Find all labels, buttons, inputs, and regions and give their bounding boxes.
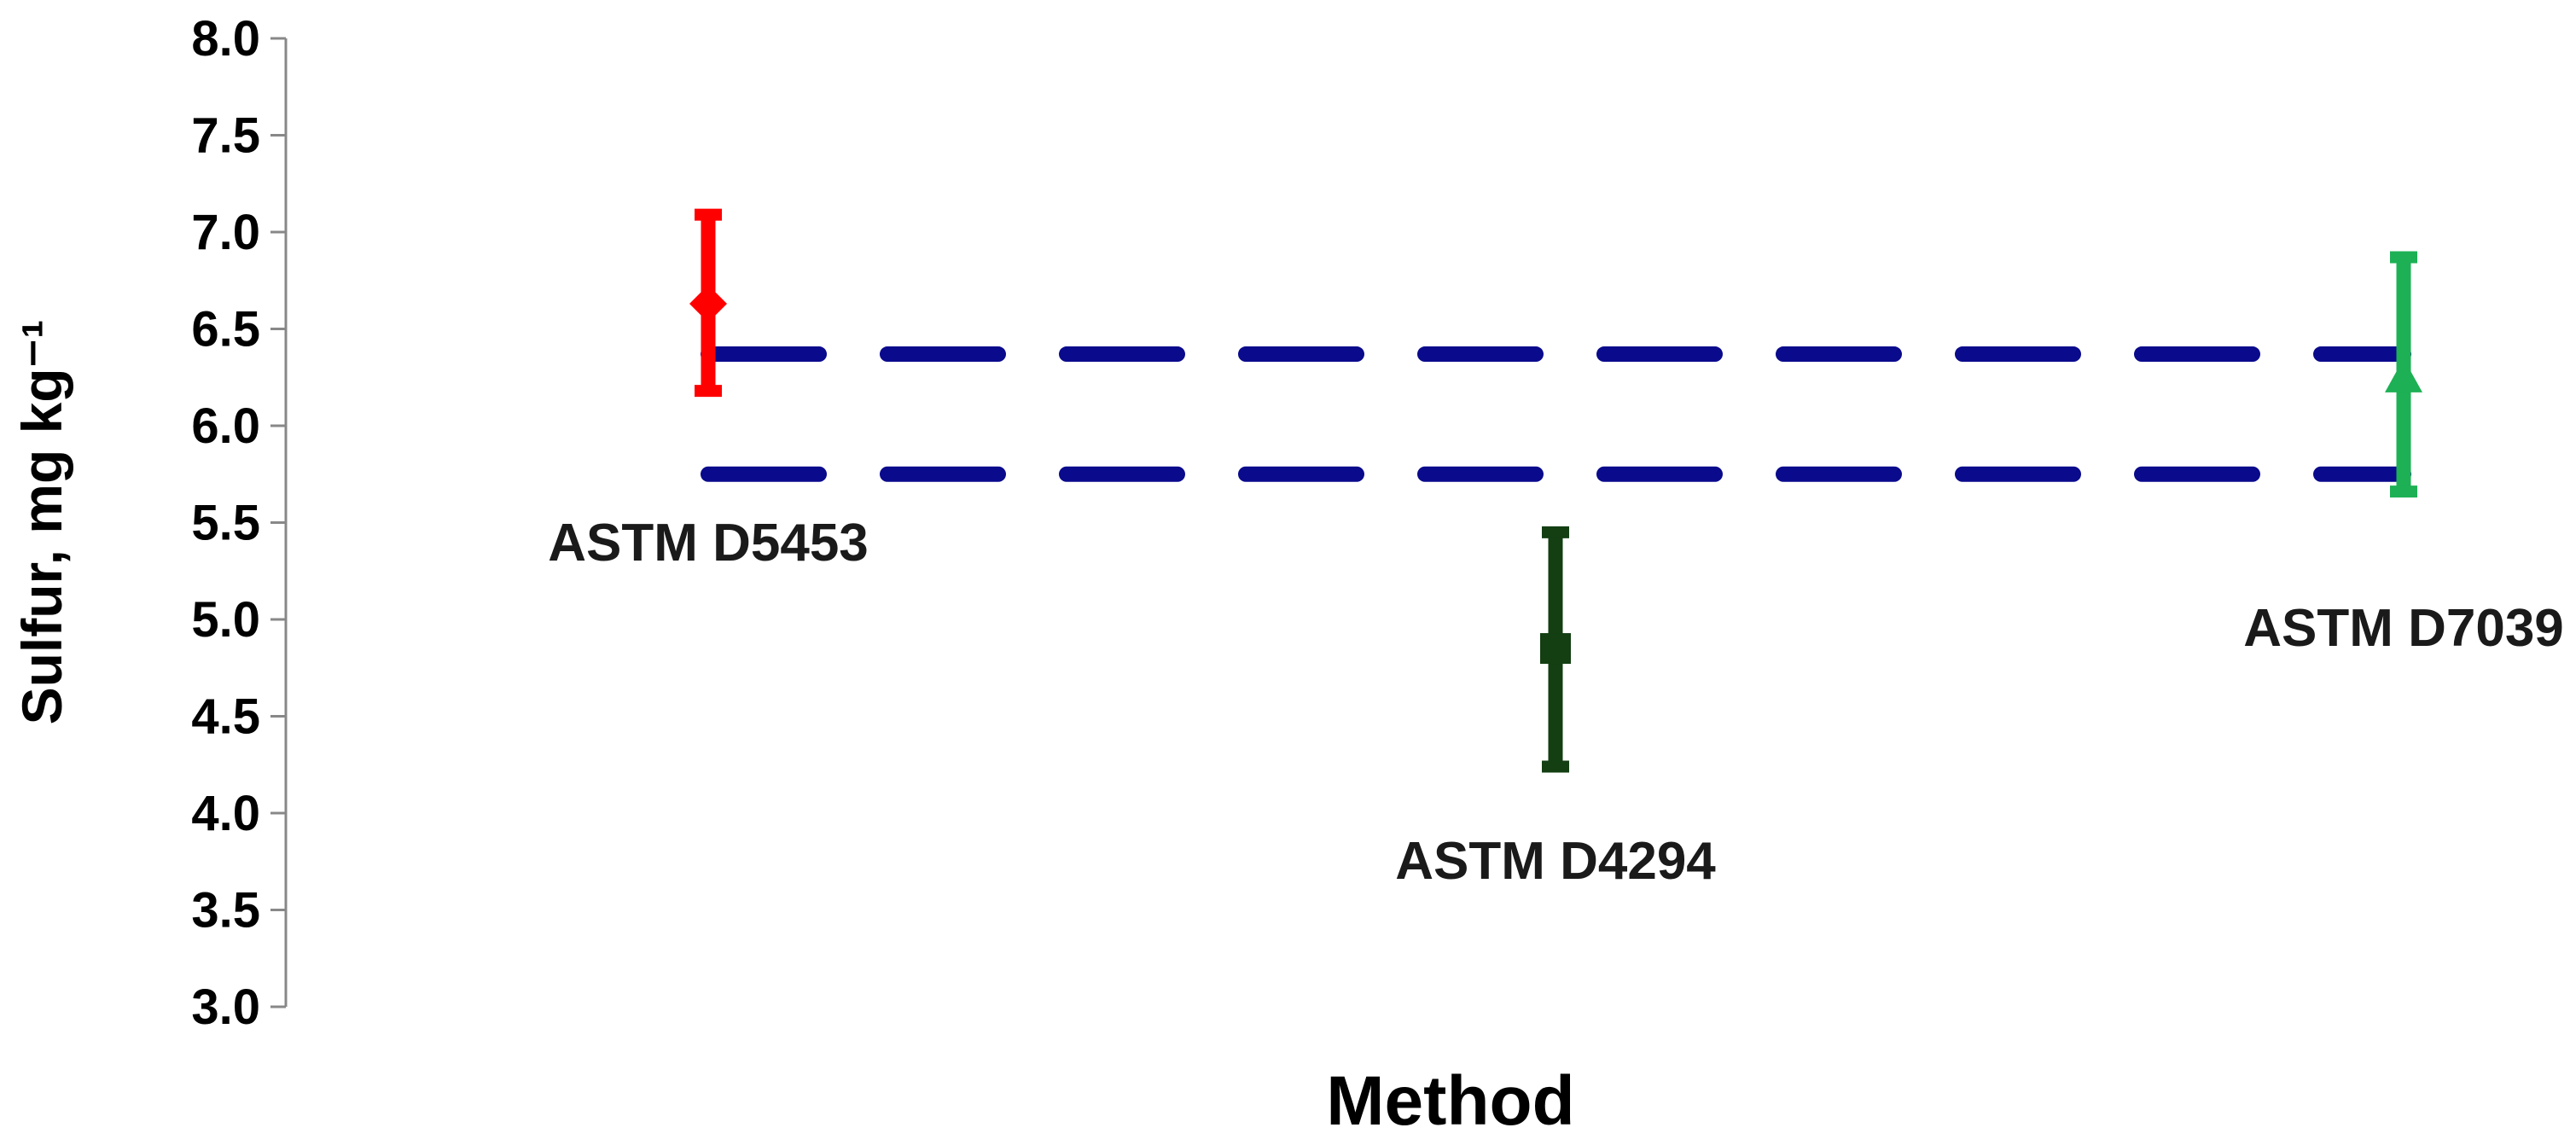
y-tick-label: 4.5 bbox=[191, 689, 260, 745]
series-label: ASTM D4294 bbox=[1395, 832, 1716, 891]
y-tick-label: 3.5 bbox=[191, 883, 260, 939]
series-group bbox=[689, 208, 2422, 773]
y-tick-label: 5.0 bbox=[191, 592, 260, 648]
y-axis-title: Sulfur, mg kg⁻¹ bbox=[10, 320, 73, 725]
series-point-group bbox=[1540, 526, 1571, 773]
series-point-group bbox=[2385, 251, 2422, 498]
y-tick-label: 4.0 bbox=[191, 786, 260, 841]
series-label: ASTM D5453 bbox=[548, 514, 869, 572]
y-tick-label: 7.5 bbox=[191, 108, 260, 164]
reference-lines bbox=[701, 346, 2411, 482]
y-tick-label: 5.5 bbox=[191, 496, 260, 551]
data-point-marker bbox=[2385, 358, 2422, 392]
y-tick-label: 8.0 bbox=[191, 11, 260, 67]
x-axis-title: Method bbox=[1326, 1062, 1574, 1140]
y-tick-label: 7.0 bbox=[191, 205, 260, 260]
y-tick-label: 6.5 bbox=[191, 302, 260, 357]
data-point-marker bbox=[1540, 633, 1571, 665]
y-tick-label: 6.0 bbox=[191, 398, 260, 454]
data-point-marker bbox=[689, 284, 727, 323]
series-point-group bbox=[689, 208, 727, 398]
y-tick-label: 3.0 bbox=[191, 979, 260, 1035]
series-label: ASTM D7039 bbox=[2243, 599, 2564, 658]
y-ticks: 3.0 3.5 4.0 4.5 5.0 5.5 6.0 6.5 7.0 7.5 8.0 bbox=[191, 11, 286, 1035]
